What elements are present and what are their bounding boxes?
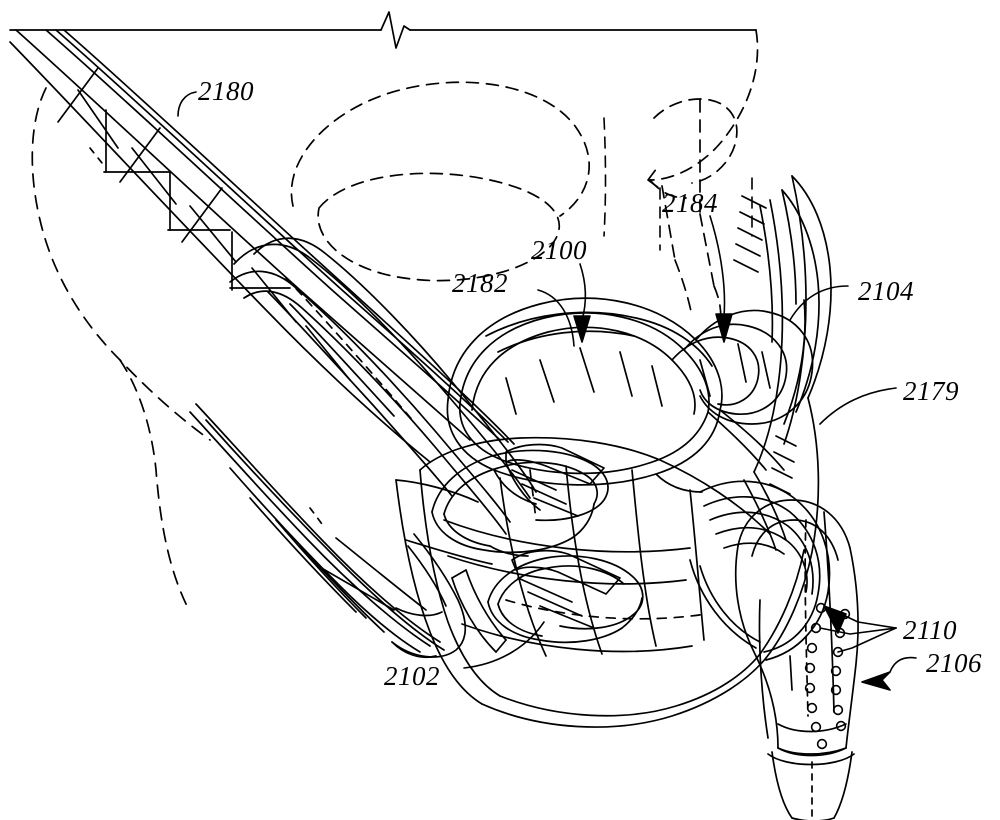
- label-2180: 2180: [198, 76, 254, 106]
- label-2182: 2182: [452, 268, 508, 298]
- phantom-side-shell: [647, 29, 759, 327]
- leader-lines: [177, 91, 917, 691]
- phantom-nose-ellipse-lower: [317, 172, 561, 282]
- headgear-clip-slot-upper: [431, 443, 609, 557]
- label-2104: 2104: [858, 276, 914, 306]
- phantom-nose-ellipse-upper: [290, 81, 590, 217]
- label-2184: 2184: [662, 188, 718, 218]
- elbow-socket: [689, 480, 831, 661]
- swivel-connector: [767, 747, 855, 820]
- headgear-clip-slot-lower: [451, 549, 644, 653]
- label-2179: 2179: [903, 376, 959, 406]
- label-2106: 2106: [926, 648, 982, 678]
- headgear-lower-strap: [189, 403, 467, 659]
- break-line: [9, 11, 757, 49]
- phantom-face-outline: [31, 87, 211, 613]
- reference-numerals: 2180 2184 2100 2182 2104 2179 2102 2110 …: [198, 76, 982, 691]
- elbow-tube: [734, 499, 859, 820]
- mask-frame: [395, 397, 820, 728]
- headgear-side-cushion: [229, 237, 537, 535]
- label-2110: 2110: [903, 615, 957, 645]
- label-2102: 2102: [384, 661, 440, 691]
- label-2100: 2100: [531, 235, 587, 265]
